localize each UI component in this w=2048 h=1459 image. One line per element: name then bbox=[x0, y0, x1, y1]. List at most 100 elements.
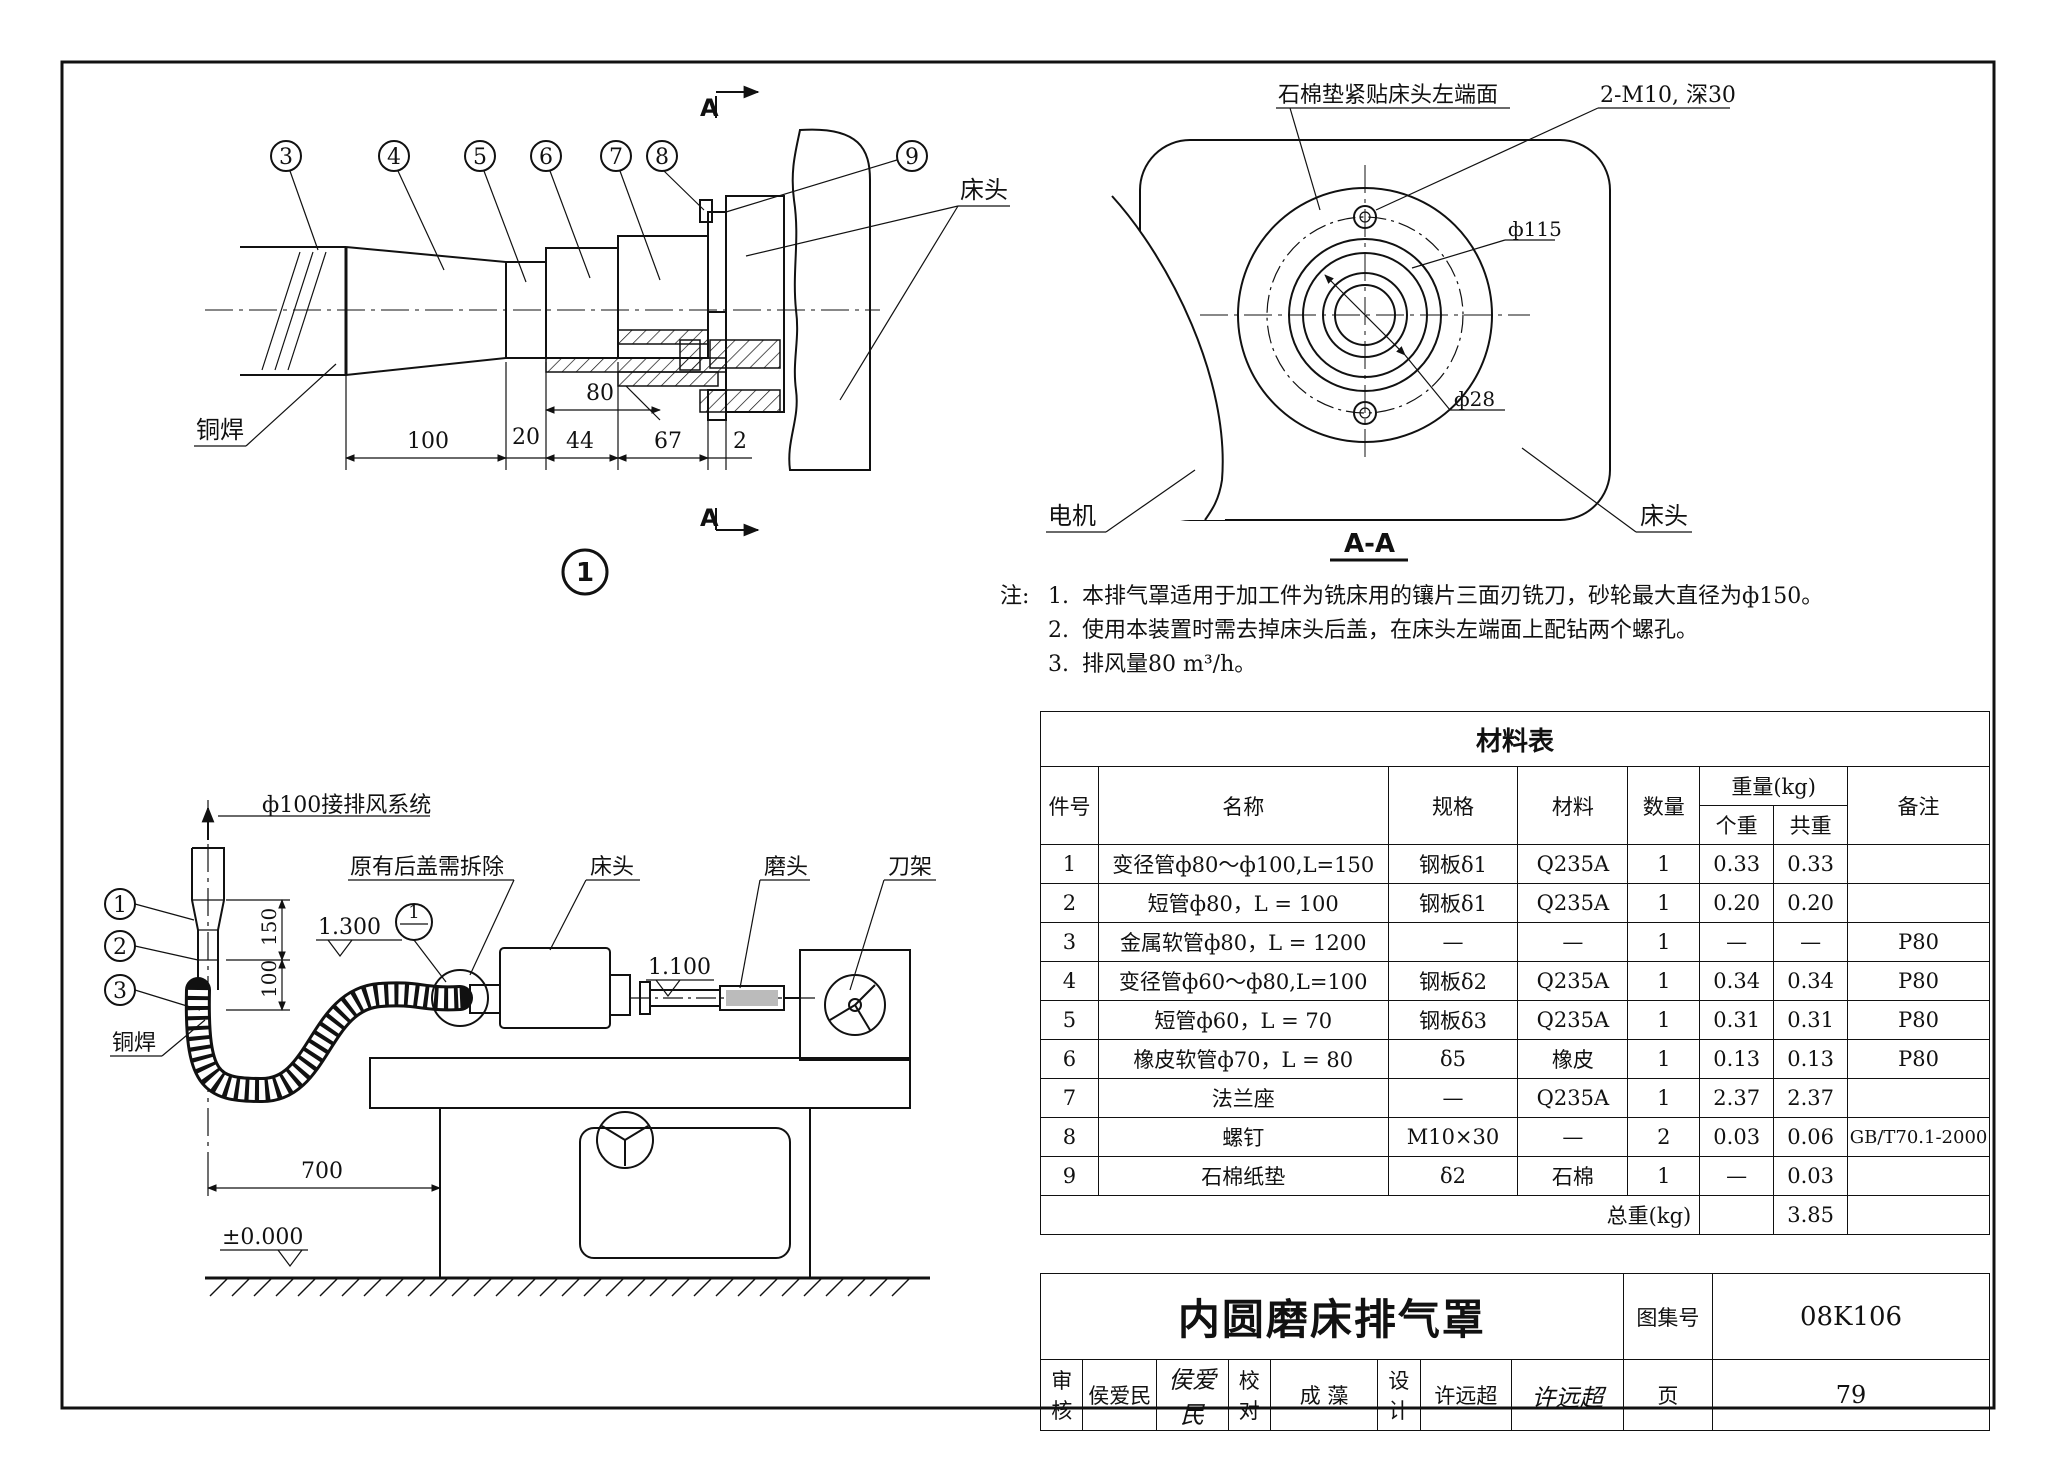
cell-total: 2.37 bbox=[1773, 1078, 1849, 1118]
section-headstock-label: 床头 bbox=[1521, 447, 1692, 533]
machine-base bbox=[439, 1107, 811, 1279]
motor-outline bbox=[1111, 195, 1224, 521]
machine-bed bbox=[369, 1057, 911, 1109]
cell-unit: 2.37 bbox=[1699, 1078, 1775, 1118]
atlas-label: 图集号 bbox=[1622, 1273, 1714, 1360]
cell-no: 1 bbox=[1040, 844, 1099, 884]
svg-text:A: A bbox=[700, 94, 719, 122]
cell-qty: 1 bbox=[1627, 844, 1701, 884]
cell-qty: 1 bbox=[1627, 961, 1701, 1001]
rubber-hose bbox=[545, 247, 619, 359]
cell-material: 橡皮 bbox=[1517, 1039, 1629, 1079]
tool-rest bbox=[799, 949, 911, 1061]
svg-text:5: 5 bbox=[473, 145, 487, 170]
svg-text:150: 150 bbox=[257, 908, 281, 946]
material-table-header: 件号 名称 规格 材料 数量 重量(kg) 备注 bbox=[1040, 766, 1990, 845]
svg-text:2: 2 bbox=[113, 935, 127, 960]
svg-text:100: 100 bbox=[257, 960, 281, 998]
cell-total: 0.13 bbox=[1773, 1039, 1849, 1079]
svg-text:床头: 床头 bbox=[1640, 502, 1688, 530]
svg-text:ф115: ф115 bbox=[1508, 217, 1562, 241]
cell-no: 2 bbox=[1040, 883, 1099, 923]
cell-name: 短管ф60，L = 70 bbox=[1097, 1000, 1389, 1040]
cell-no: 9 bbox=[1040, 1156, 1099, 1196]
svg-text:铜焊: 铜焊 bbox=[196, 416, 244, 444]
reducer-tube bbox=[345, 246, 507, 376]
cell-remark: P80 bbox=[1847, 1000, 1990, 1040]
cell-total: 0.06 bbox=[1773, 1117, 1849, 1157]
svg-text:3: 3 bbox=[113, 979, 127, 1004]
cell-unit: 0.03 bbox=[1699, 1117, 1775, 1157]
view-number-1: 1 bbox=[561, 548, 609, 596]
cell-total: 0.34 bbox=[1773, 961, 1849, 1001]
cell-qty: 1 bbox=[1627, 1156, 1701, 1196]
sheet-border bbox=[60, 60, 1996, 1410]
cell-material: Q235A bbox=[1517, 961, 1629, 1001]
exhaust-label: ф100接排风系统 bbox=[262, 793, 431, 818]
section-marker-bottom: A bbox=[700, 504, 760, 537]
overview-view: ф100接排风系统 原有后盖需拆除 床头 磨头 刀架 1 1 2 3 bbox=[104, 793, 936, 1297]
cell-remark bbox=[1847, 844, 1990, 884]
cell-name: 石棉纸垫 bbox=[1097, 1156, 1389, 1196]
note-2: 2. 使用本装置时需去掉床头后盖，在床头左端面上配钻两个螺孔。 bbox=[1000, 614, 2000, 648]
reviewer-name: 侯爱民 bbox=[1082, 1359, 1158, 1431]
note-text: 本排气罩适用于加工件为铣床用的镶片三面刃铣刀，砂轮最大直径为ф150。 bbox=[1082, 584, 1824, 609]
svg-text:8: 8 bbox=[655, 145, 669, 170]
svg-text:9: 9 bbox=[905, 145, 919, 170]
cell-material: 石棉 bbox=[1517, 1156, 1629, 1196]
reviewer-signature: 侯爱民 bbox=[1156, 1359, 1229, 1431]
svg-text:80: 80 bbox=[586, 381, 614, 406]
svg-text:电机: 电机 bbox=[1048, 502, 1096, 530]
cell-remark: P80 bbox=[1847, 1039, 1990, 1079]
cell-name: 变径管ф60～ф80,L=100 bbox=[1097, 961, 1389, 1001]
cell-qty: 1 bbox=[1627, 883, 1701, 923]
cell-name: 短管ф80，L = 100 bbox=[1097, 883, 1389, 923]
cell-qty: 2 bbox=[1627, 1117, 1701, 1157]
drawing-notes: 注: 1. 本排气罩适用于加工件为铣床用的镶片三面刃铣刀，砂轮最大直径为ф150… bbox=[1000, 580, 2000, 682]
cell-unit: 0.20 bbox=[1699, 883, 1775, 923]
svg-text:1.300: 1.300 bbox=[318, 915, 381, 940]
note-3: 3. 排风量80 m³/h。 bbox=[1000, 648, 2000, 682]
cell-remark bbox=[1847, 1078, 1990, 1118]
part-balloons: 3 4 5 6 7 8 9 bbox=[270, 140, 928, 283]
overview-vertical-dims: 150 100 bbox=[226, 899, 290, 1011]
cell-spec: M10×30 bbox=[1387, 1117, 1519, 1157]
cell-name: 螺钉 bbox=[1097, 1117, 1389, 1157]
svg-text:石棉垫紧贴床头左端面: 石棉垫紧贴床头左端面 bbox=[1278, 83, 1498, 108]
cell-remark: P80 bbox=[1847, 922, 1990, 962]
cell-spec: δ5 bbox=[1387, 1039, 1519, 1079]
cell-qty: 1 bbox=[1627, 922, 1701, 962]
drawing-title: 内圆磨床排气罩 bbox=[1040, 1273, 1624, 1360]
flex-hose-outline bbox=[240, 246, 346, 376]
bolt-hole-top bbox=[1353, 205, 1377, 229]
cell-spec: — bbox=[1387, 1078, 1519, 1118]
cell-spec: 钢板δ2 bbox=[1387, 961, 1519, 1001]
overview-balloons: 1 2 3 bbox=[104, 888, 201, 1011]
cell-name: 橡皮软管ф70，L = 80 bbox=[1097, 1039, 1389, 1079]
svg-text:2: 2 bbox=[733, 429, 747, 454]
cell-total: 0.31 bbox=[1773, 1000, 1849, 1040]
grinding-head-label: 磨头 bbox=[764, 855, 808, 880]
gasket-label: 石棉垫紧贴床头左端面 bbox=[1276, 83, 1510, 211]
cell-remark: GB/T70.1-2000 bbox=[1847, 1117, 1990, 1157]
cell-no: 5 bbox=[1040, 1000, 1099, 1040]
cell-total: — bbox=[1773, 922, 1849, 962]
cell-no: 3 bbox=[1040, 922, 1099, 962]
section-title: A-A bbox=[1344, 529, 1395, 559]
material-table-total-row: 总重(kg) 3.85 bbox=[1039, 1195, 1990, 1235]
svg-text:±0.000: ±0.000 bbox=[222, 1225, 303, 1250]
tool-rest-label: 刀架 bbox=[888, 855, 932, 880]
cell-total: 0.20 bbox=[1773, 883, 1849, 923]
elevation-1300: 1.300 bbox=[316, 915, 402, 957]
svg-text:6: 6 bbox=[539, 145, 553, 170]
overview-headstock-label: 床头 bbox=[590, 855, 634, 880]
motor-label: 电机 bbox=[1046, 469, 1196, 533]
